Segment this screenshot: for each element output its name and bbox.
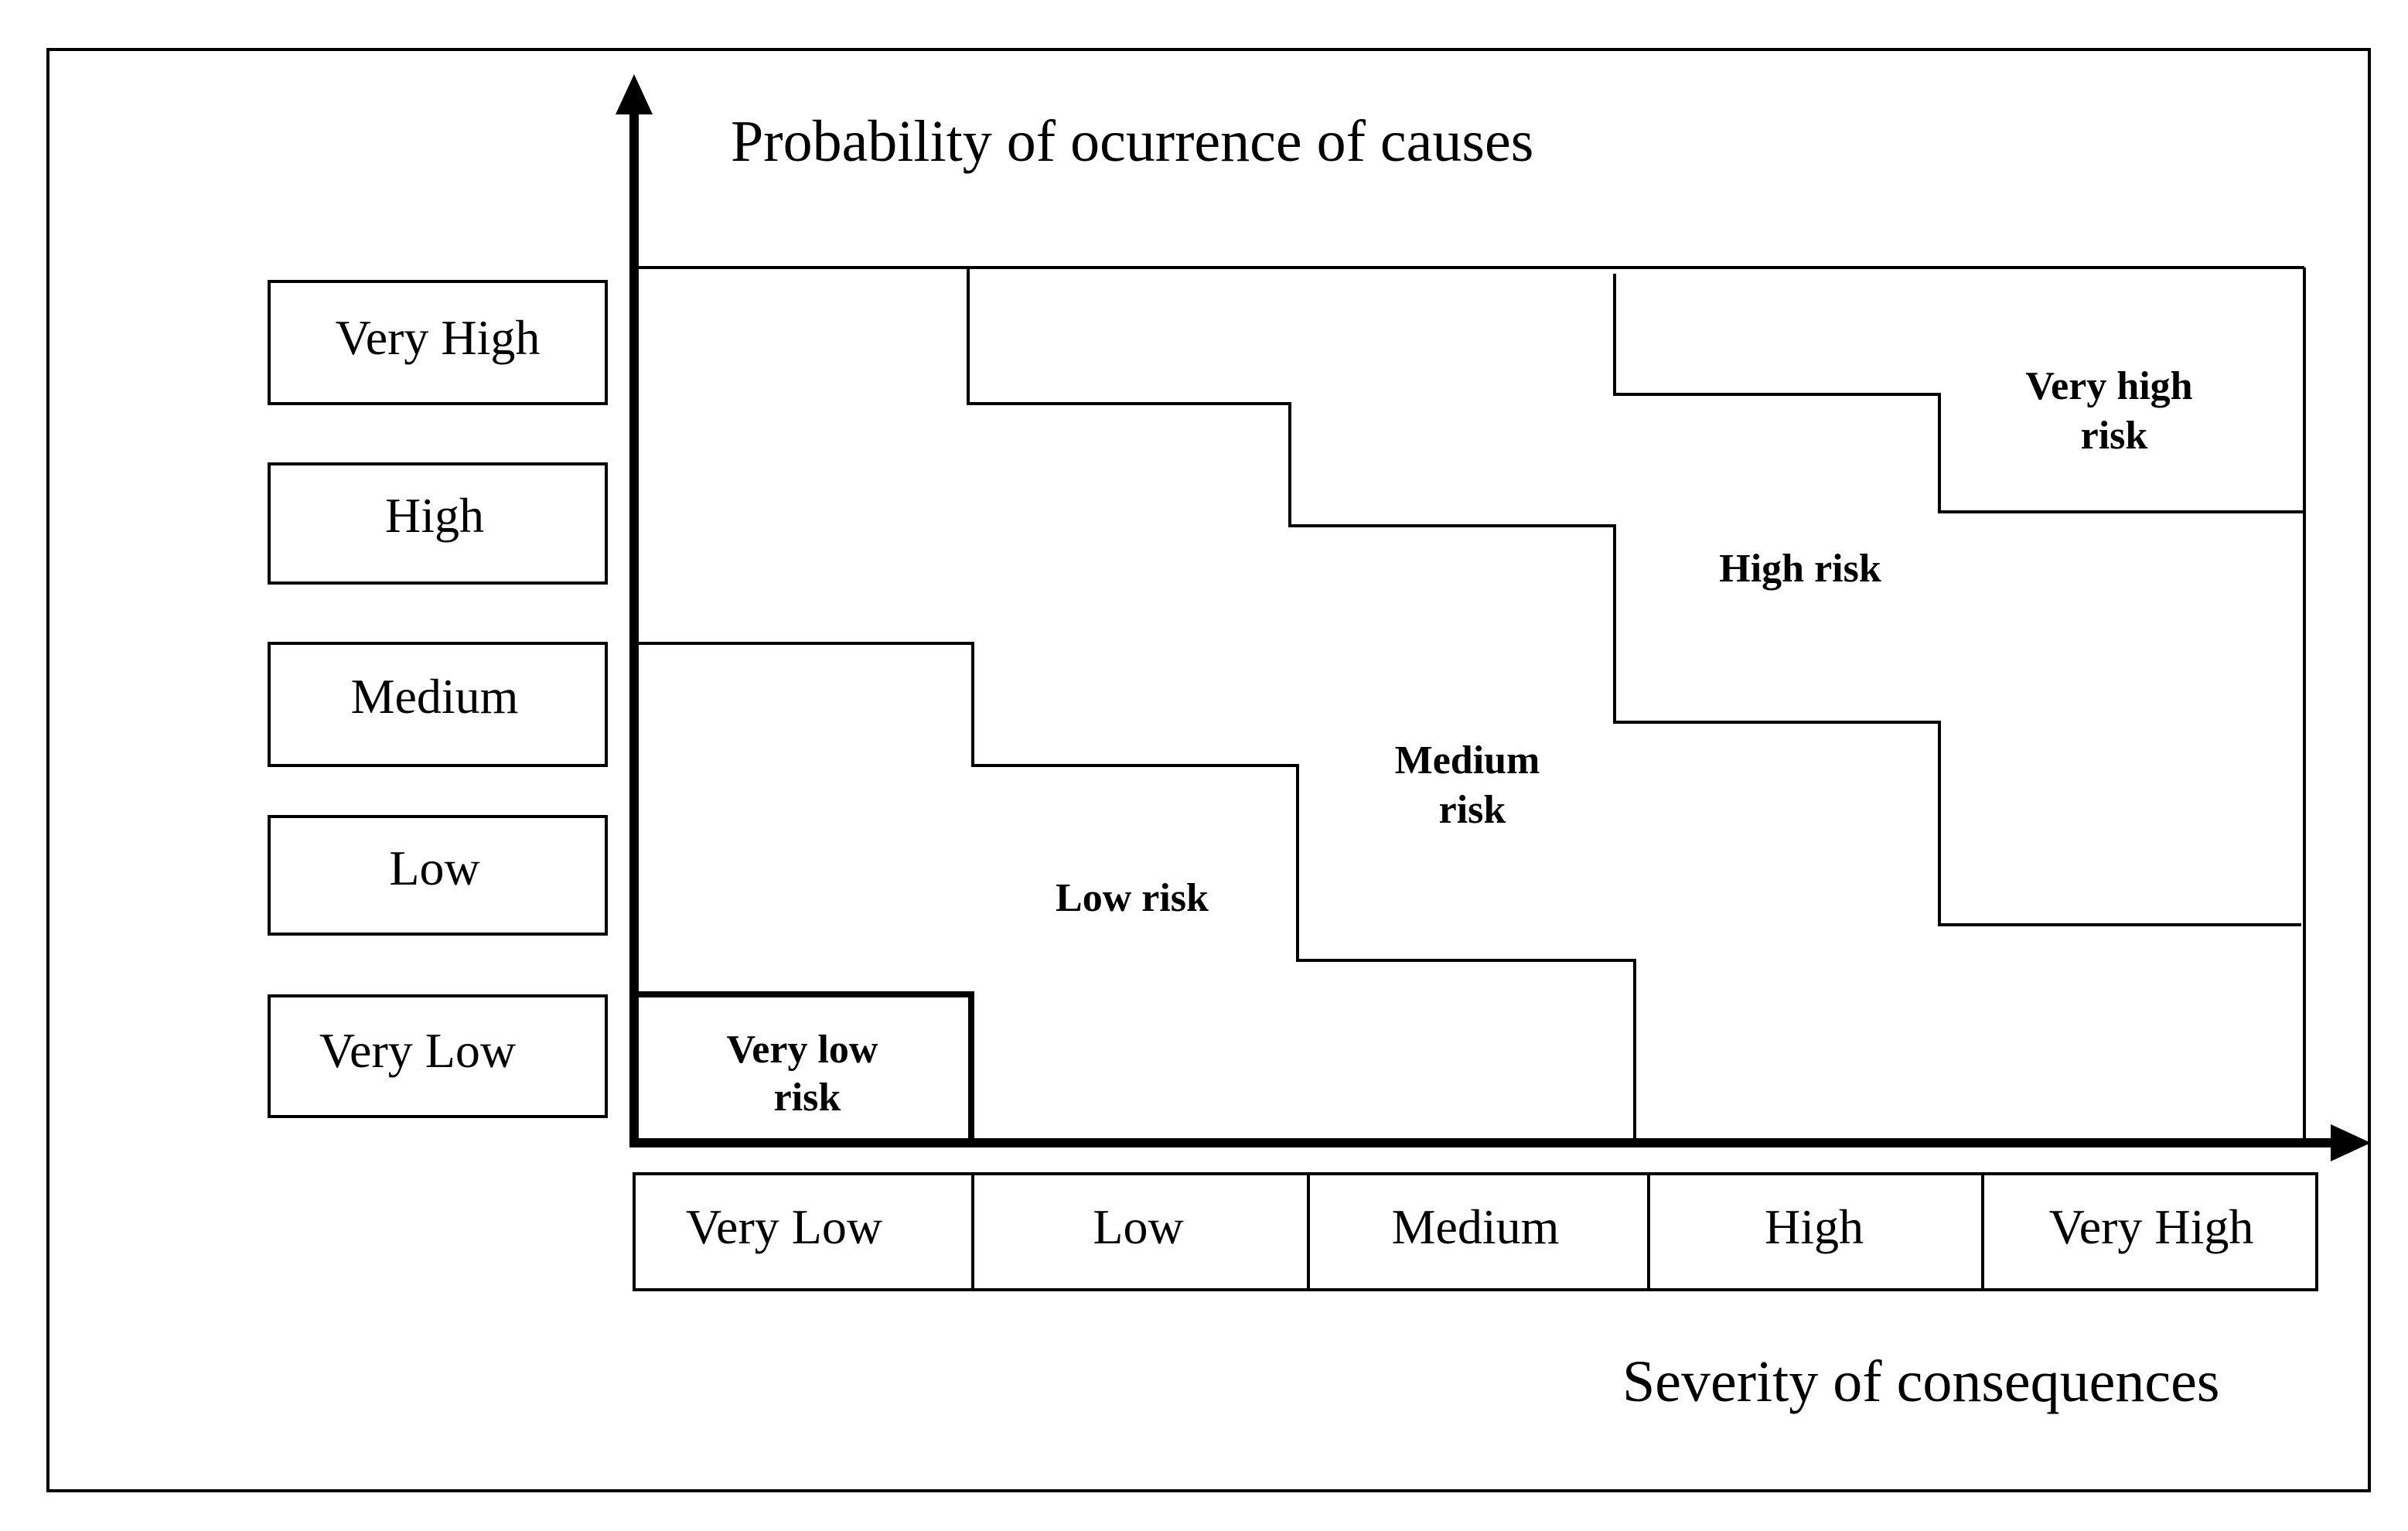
risk-label-medium-line1: Medium bbox=[1395, 738, 1540, 783]
risk-label-high-line1: High risk bbox=[1719, 547, 1881, 591]
risk-label-very-high-line1: Very high bbox=[2025, 364, 2192, 408]
probability-box-low bbox=[268, 815, 608, 936]
probability-levels: Very High High Medium Low Very Low bbox=[268, 280, 608, 1118]
severity-label-very-low: Very Low bbox=[686, 1199, 882, 1254]
x-axis-arrow-icon bbox=[2331, 1124, 2371, 1161]
probability-label-very-low: Very Low bbox=[319, 1023, 516, 1078]
risk-zone-boundaries bbox=[634, 266, 2306, 1143]
x-axis-title: Severity of consequences bbox=[1622, 1349, 2219, 1414]
risk-label-high: High risk bbox=[1719, 547, 1881, 591]
very-low-risk-boundary bbox=[634, 991, 974, 1143]
probability-box-high bbox=[268, 462, 608, 585]
probability-box-very-high bbox=[268, 280, 608, 405]
low-medium-lower-boundary bbox=[637, 642, 1636, 1140]
severity-label-low: Low bbox=[1093, 1199, 1183, 1254]
severity-box-row bbox=[633, 1172, 2318, 1291]
risk-label-very-low: Very low risk bbox=[727, 1028, 889, 1120]
y-axis-title: Probability of ocurrence of causes bbox=[731, 109, 1533, 174]
axes bbox=[616, 74, 2371, 1161]
y-axis-arrow-icon bbox=[616, 74, 653, 114]
severity-label-very-high: Very High bbox=[2049, 1199, 2254, 1254]
probability-label-medium: Medium bbox=[351, 669, 519, 724]
probability-box-medium bbox=[268, 642, 608, 767]
outer-frame bbox=[46, 48, 2371, 1492]
risk-label-very-high-line2: risk bbox=[2081, 414, 2148, 458]
low-medium-boundary bbox=[967, 268, 2301, 926]
risk-label-very-low-line2: risk bbox=[774, 1076, 841, 1120]
probability-label-high: High bbox=[385, 488, 484, 543]
risk-label-very-high: Very high risk bbox=[2025, 364, 2202, 458]
probability-label-low: Low bbox=[389, 841, 479, 895]
probability-box-very-low bbox=[268, 994, 608, 1118]
severity-levels: Very Low Low Medium High Very High bbox=[633, 1172, 2318, 1291]
severity-label-high: High bbox=[1765, 1199, 1864, 1254]
risk-label-very-low-line1: Very low bbox=[727, 1028, 878, 1072]
risk-label-low: Low risk bbox=[1056, 876, 1209, 920]
severity-label-medium: Medium bbox=[1392, 1199, 1560, 1254]
risk-label-low-line1: Low risk bbox=[1056, 876, 1209, 920]
risk-zone-labels: Very low risk Low risk Medium risk High … bbox=[727, 364, 2202, 1120]
probability-label-very-high: Very High bbox=[336, 310, 541, 365]
high-very-high-boundary bbox=[1613, 274, 2304, 513]
risk-label-medium-line2: risk bbox=[1439, 788, 1506, 832]
risk-label-medium: Medium risk bbox=[1395, 738, 1550, 832]
